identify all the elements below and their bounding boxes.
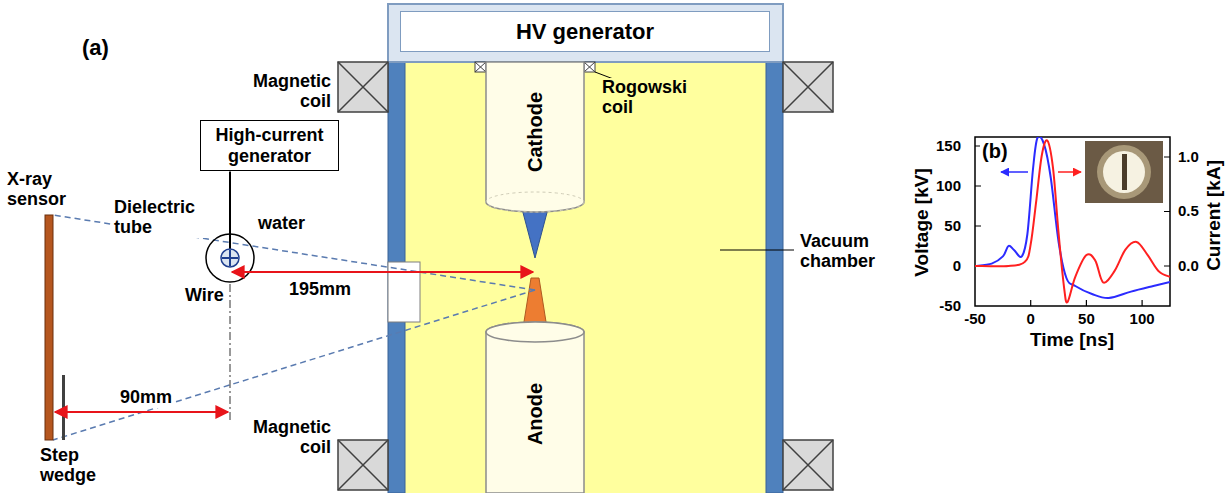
anode-tip bbox=[523, 278, 547, 328]
wire-cross bbox=[222, 250, 238, 266]
tick-label: 150 bbox=[934, 138, 963, 155]
generator-box: High-current generator bbox=[200, 120, 339, 171]
part-label: Magnetic coil bbox=[234, 72, 333, 112]
axis-pointer bbox=[1058, 171, 1081, 173]
tick-label: 0.0 bbox=[1176, 258, 1201, 275]
panel-label: (b) bbox=[980, 140, 1010, 162]
magnetic-coil bbox=[783, 62, 833, 112]
generator-box: HV generator bbox=[400, 11, 770, 52]
panel-label: (a) bbox=[80, 36, 111, 60]
part-label: Magnetic coil bbox=[234, 418, 333, 458]
axis-title: Voltage [kV] bbox=[912, 166, 933, 278]
inset-photo bbox=[1085, 141, 1163, 203]
part-label: water bbox=[256, 214, 307, 234]
chamber-interior bbox=[405, 62, 766, 493]
part-label: Dielectric tube bbox=[112, 198, 211, 238]
node-text: Cathode bbox=[524, 92, 547, 172]
node-text: Anode bbox=[524, 383, 547, 445]
axis-title: Current [kA] bbox=[1204, 158, 1225, 273]
axis-ticks bbox=[975, 146, 1170, 306]
axis-title: Time [ns] bbox=[1028, 330, 1116, 351]
part-label: Wire bbox=[183, 286, 226, 306]
wire bbox=[221, 249, 239, 267]
tick-label: 50 bbox=[1076, 311, 1097, 328]
voltage-curve bbox=[975, 137, 1170, 298]
magnetic-coil bbox=[783, 440, 833, 490]
dimension-arrow bbox=[55, 411, 228, 413]
electrode-cylinder: Cathode bbox=[485, 62, 585, 214]
part-label: Vacuum chamber bbox=[798, 232, 892, 272]
dielectric-tube bbox=[206, 234, 254, 282]
tick-label: 1.0 bbox=[1176, 149, 1201, 166]
cathode-tip bbox=[521, 205, 549, 258]
dimension-arrow bbox=[232, 271, 533, 273]
part-label: Step wedge bbox=[38, 446, 112, 486]
current-lead bbox=[229, 171, 231, 249]
leader-line bbox=[720, 250, 794, 251]
part-label: X-ray sensor bbox=[5, 170, 74, 210]
electrode-cylinder: Anode bbox=[485, 322, 585, 493]
tick-label: -50 bbox=[962, 311, 988, 328]
part-label: Rogowski coil bbox=[600, 78, 699, 118]
tick-label: 0 bbox=[1025, 311, 1037, 328]
current-curve bbox=[975, 140, 1170, 302]
tick-label: 0.5 bbox=[1176, 203, 1201, 220]
dimension-label: 90mm bbox=[118, 388, 174, 408]
magnetic-coil bbox=[338, 440, 388, 490]
generator-housing bbox=[388, 4, 783, 62]
tick-label: 0 bbox=[951, 258, 963, 275]
magnetic-coil bbox=[338, 62, 388, 112]
tick-label: 100 bbox=[1128, 311, 1157, 328]
node-text: High-current generator bbox=[205, 125, 334, 166]
xray-sensor bbox=[45, 215, 53, 440]
step-wedge bbox=[62, 375, 65, 440]
tick-label: 50 bbox=[942, 218, 963, 235]
plot-frame bbox=[975, 137, 1170, 306]
chamber-wall bbox=[766, 62, 783, 493]
node-text: HV generator bbox=[516, 19, 654, 45]
center-line bbox=[230, 284, 231, 420]
axis-pointer bbox=[1001, 171, 1028, 173]
dimension-label: 195mm bbox=[287, 280, 353, 300]
tick-label: -50 bbox=[937, 298, 963, 315]
tick-label: 100 bbox=[934, 178, 963, 195]
